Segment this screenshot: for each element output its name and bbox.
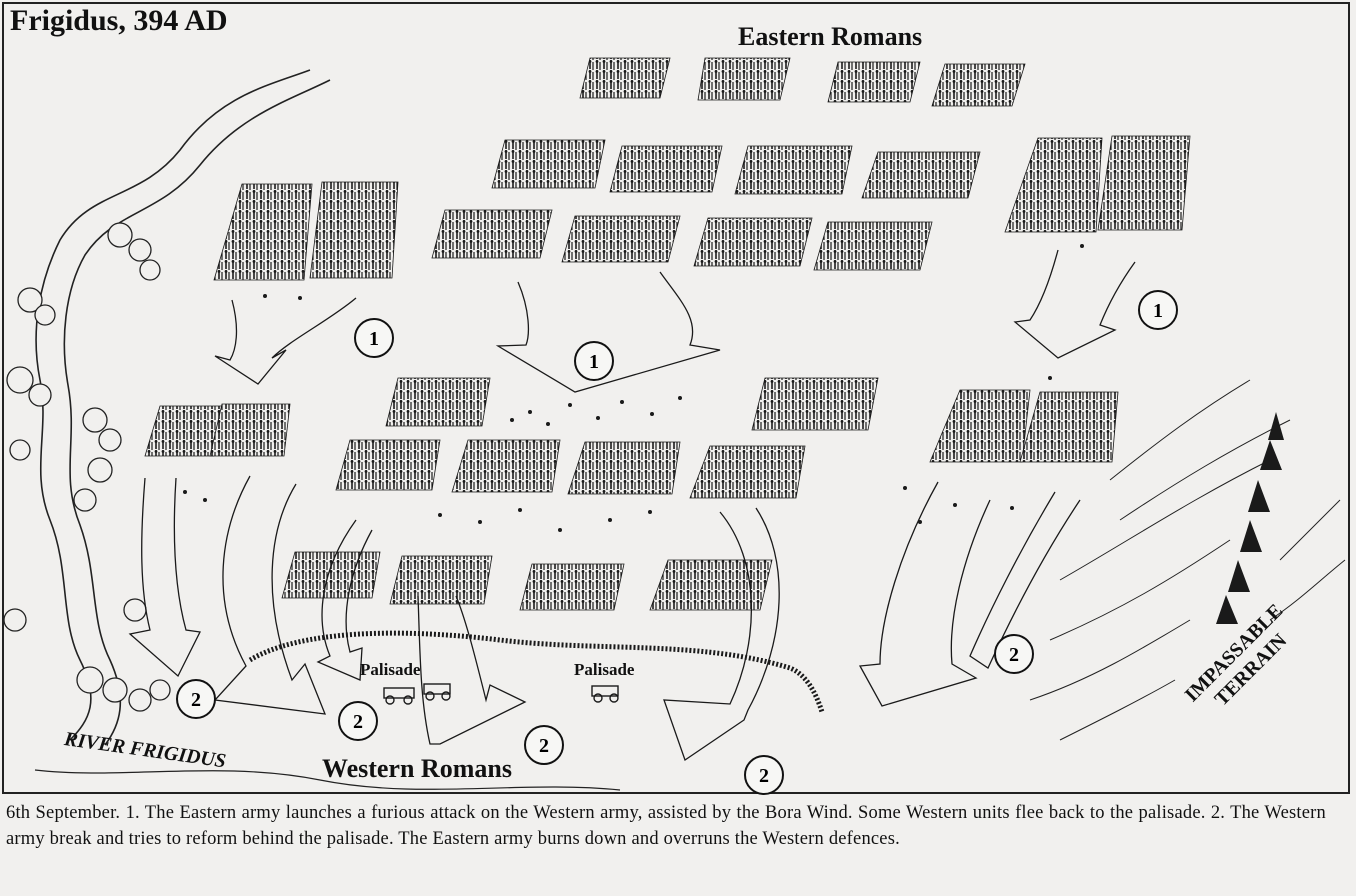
marker-one-center: 1	[574, 341, 614, 381]
wagons	[383, 683, 619, 705]
palisade-label-right: Palisade	[574, 660, 635, 679]
eastern-army	[213, 57, 1191, 281]
tree-line	[3, 222, 171, 712]
western-romans-label: Western Romans	[322, 754, 512, 783]
western-army	[144, 377, 1119, 611]
skirmishers	[183, 244, 1084, 532]
svg-text:1: 1	[589, 351, 599, 373]
svg-text:2: 2	[353, 711, 363, 733]
impassable-terrain	[1029, 379, 1346, 741]
pine-trees	[1216, 412, 1284, 624]
river-frigidus	[34, 69, 621, 791]
marker-two-center: 2	[524, 725, 564, 765]
marker-two-right-palisade: 2	[744, 755, 784, 795]
marker-one-right: 1	[1138, 290, 1178, 330]
svg-text:2: 2	[1009, 644, 1019, 666]
map-title: Frigidus, 394 AD	[10, 4, 228, 37]
eastern-romans-label: Eastern Romans	[738, 22, 923, 51]
svg-text:1: 1	[369, 328, 379, 350]
map-border	[2, 2, 1350, 794]
svg-text:2: 2	[539, 735, 549, 757]
svg-text:2: 2	[191, 689, 201, 711]
marker-one-left: 1	[354, 318, 394, 358]
svg-text:1: 1	[1153, 300, 1163, 322]
palisade-line	[248, 630, 825, 713]
phase-markers: 1 1 1 2 2 2 2 2	[176, 290, 1178, 795]
phase-one-arrows	[214, 249, 1136, 393]
svg-text:2: 2	[759, 765, 769, 787]
palisade-label-left: Palisade	[360, 660, 421, 679]
phase-two-arrows	[128, 475, 1081, 762]
map-caption: 6th September. 1. The Eastern army launc…	[6, 803, 1326, 849]
marker-two-river: 2	[176, 679, 216, 719]
marker-two-right: 2	[994, 634, 1034, 674]
marker-two-left-palisade: 2	[338, 701, 378, 741]
